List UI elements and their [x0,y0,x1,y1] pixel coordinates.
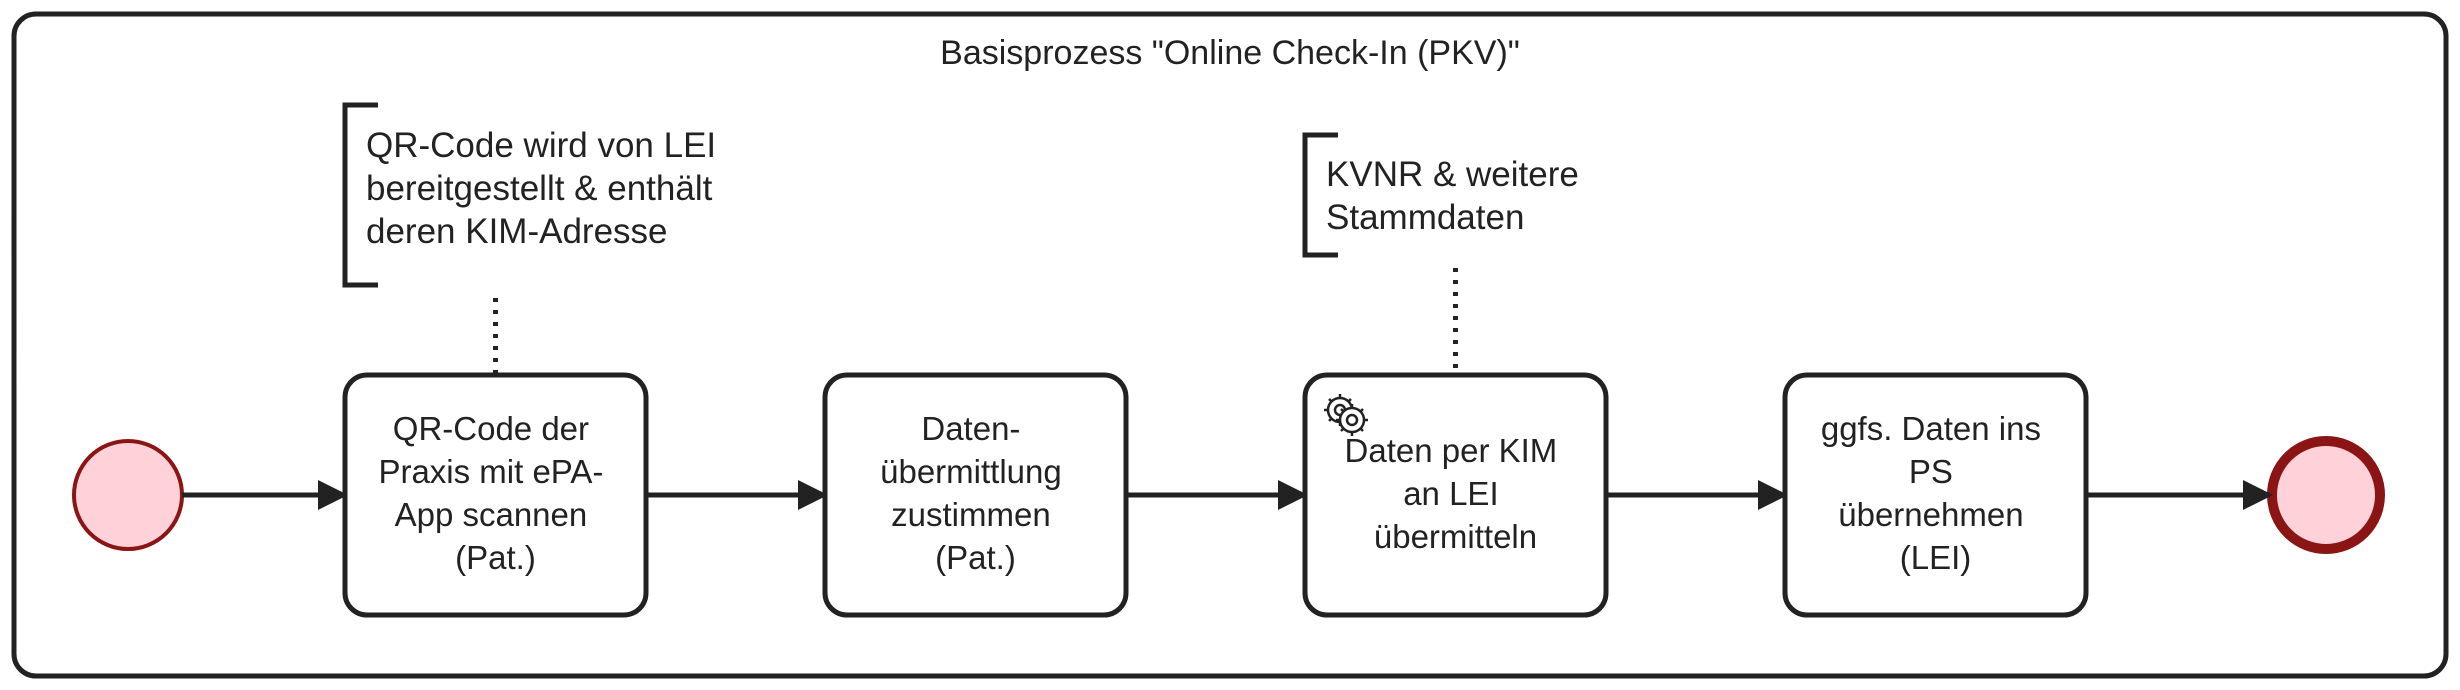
task-label: Daten per KIM an LEI übermitteln [1345,432,1567,555]
task-import-data-into-ps[interactable]: ggfs. Daten ins PS übernehmen (LEI) [1782,372,2089,618]
task-label: QR-Code der Praxis mit ePA- App scannen … [378,410,612,576]
task-box [1782,372,2089,618]
text-annotation-qr-code[interactable]: QR-Code wird von LEI bereitgestellt & en… [342,102,726,288]
annotation-line: deren KIM-Adresse [366,212,668,251]
annotation-line: KVNR & weitere [1326,155,1579,194]
task-consent-data-transfer[interactable]: Daten- übermittlung zustimmen (Pat.) [822,372,1129,618]
annotation-line: bereitgestellt & enthält [366,169,713,208]
task-label: ggfs. Daten ins PS übernehmen (LEI) [1821,410,2050,576]
task-label-line: App scannen [395,496,588,533]
gear-icon [1324,394,1368,436]
task-label-line: ggfs. Daten ins [1821,410,2041,447]
task-label-line: übermittlung [880,453,1062,490]
task-box [342,372,649,618]
task-scan-qr-code[interactable]: QR-Code der Praxis mit ePA- App scannen … [342,372,649,618]
annotation-text: QR-Code wird von LEI bereitgestellt & en… [366,126,726,251]
task-label-line: an LEI [1403,475,1498,512]
text-annotation-kvnr[interactable]: KVNR & weitere Stammdaten [1302,132,1589,258]
task-label-line: Daten per KIM [1345,432,1558,469]
task-send-data-via-kim[interactable]: Daten per KIM an LEI übermitteln [1302,372,1609,618]
annotation-bracket [342,102,378,288]
task-label-line: übernehmen [1838,496,2023,533]
task-label-line: zustimmen [891,496,1051,533]
annotation-bracket [1302,132,1338,258]
annotation-line: QR-Code wird von LEI [366,126,716,165]
task-label-line: PS [1909,453,1953,490]
annotation-line: Stammdaten [1326,198,1524,237]
task-label-line: (Pat.) [935,539,1016,576]
task-label-line: QR-Code der [393,410,589,447]
task-label-line: (LEI) [1900,539,1972,576]
annotation-text: KVNR & weitere Stammdaten [1326,155,1589,237]
task-label-line: übermitteln [1374,518,1537,555]
task-box [822,372,1129,618]
task-label-line: Praxis mit ePA- [378,453,603,490]
start-event[interactable] [72,439,184,551]
end-event[interactable] [2267,436,2385,554]
task-label: Daten- übermittlung zustimmen (Pat.) [880,410,1071,576]
task-label-line: (Pat.) [455,539,536,576]
task-box [1302,372,1609,618]
pool-title: Basisprozess "Online Check-In (PKV)" [940,34,1520,72]
task-label-line: Daten- [921,410,1020,447]
